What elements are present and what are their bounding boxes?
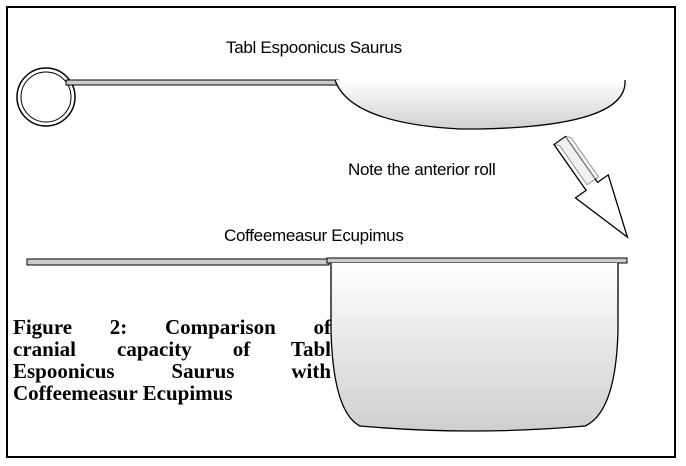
coffee-measure-handle xyxy=(26,258,330,266)
tablespoon-ring xyxy=(16,67,76,127)
caption-line: Coffeemeasur Ecupimus xyxy=(13,381,233,405)
caption-line: Espoonicus Saurus with xyxy=(13,359,331,383)
tablespoon-handle xyxy=(65,79,339,86)
tablespoon-bowl xyxy=(335,80,626,129)
coffee-measure-cup xyxy=(331,263,618,431)
anterior-roll-note: Note the anterior roll xyxy=(348,160,496,179)
caption-line: cranial capacity of Tabl xyxy=(13,337,331,361)
coffee-measure-label: Coffeemeasur Ecupimus xyxy=(224,226,404,245)
coffee-measure-rim xyxy=(326,257,628,264)
arrow-icon xyxy=(552,135,629,239)
tablespoon-label: Tabl Espoonicus Saurus xyxy=(226,38,402,57)
figure-caption: Figure 2: Comparison of cranial capacity… xyxy=(13,316,331,404)
caption-line: Figure 2: Comparison of xyxy=(13,315,331,339)
